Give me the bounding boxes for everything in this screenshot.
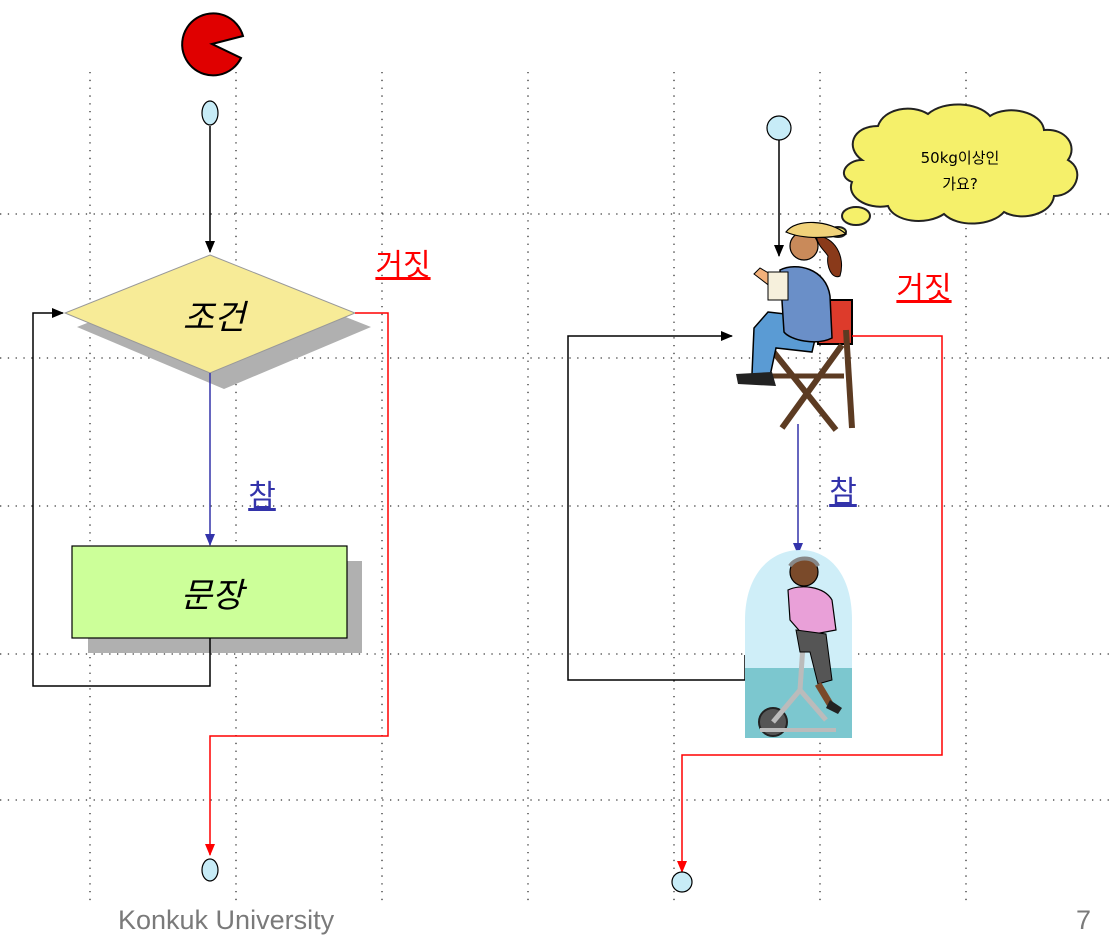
decision-label: 조건 (183, 298, 249, 338)
right-flowchart: 50kg이상인 가요? (567, 103, 1079, 893)
question-line1: 50kg이상인 (921, 149, 1000, 167)
statement-label: 문장 (181, 576, 248, 616)
pacman-logo-icon (181, 12, 245, 77)
start-terminator-right (766, 115, 792, 141)
false-arrow-right (677, 335, 943, 873)
end-terminator-right (671, 871, 693, 893)
loop-back-arrow-right (567, 331, 746, 681)
thought-bubble: 50kg이상인 가요? (829, 103, 1079, 238)
start-terminator (201, 100, 219, 126)
footer-page-number: 7 (1075, 905, 1091, 935)
false-label: 거짓 (375, 248, 430, 283)
end-terminator (201, 858, 219, 882)
false-label-right: 거짓 (896, 271, 951, 306)
true-label-right: 참 (829, 475, 857, 510)
true-label: 참 (248, 479, 276, 514)
exercise-bike-person-icon (745, 550, 852, 738)
left-flowchart: 조건 참 문장 거짓 (32, 100, 431, 882)
question-line2: 가요? (942, 175, 978, 193)
footer-university: Konkuk University (118, 905, 335, 935)
statement-box (71, 545, 348, 639)
seated-woman-director-chair-icon (736, 221, 855, 432)
loop-back-arrow (32, 308, 211, 687)
false-arrow (205, 312, 389, 856)
